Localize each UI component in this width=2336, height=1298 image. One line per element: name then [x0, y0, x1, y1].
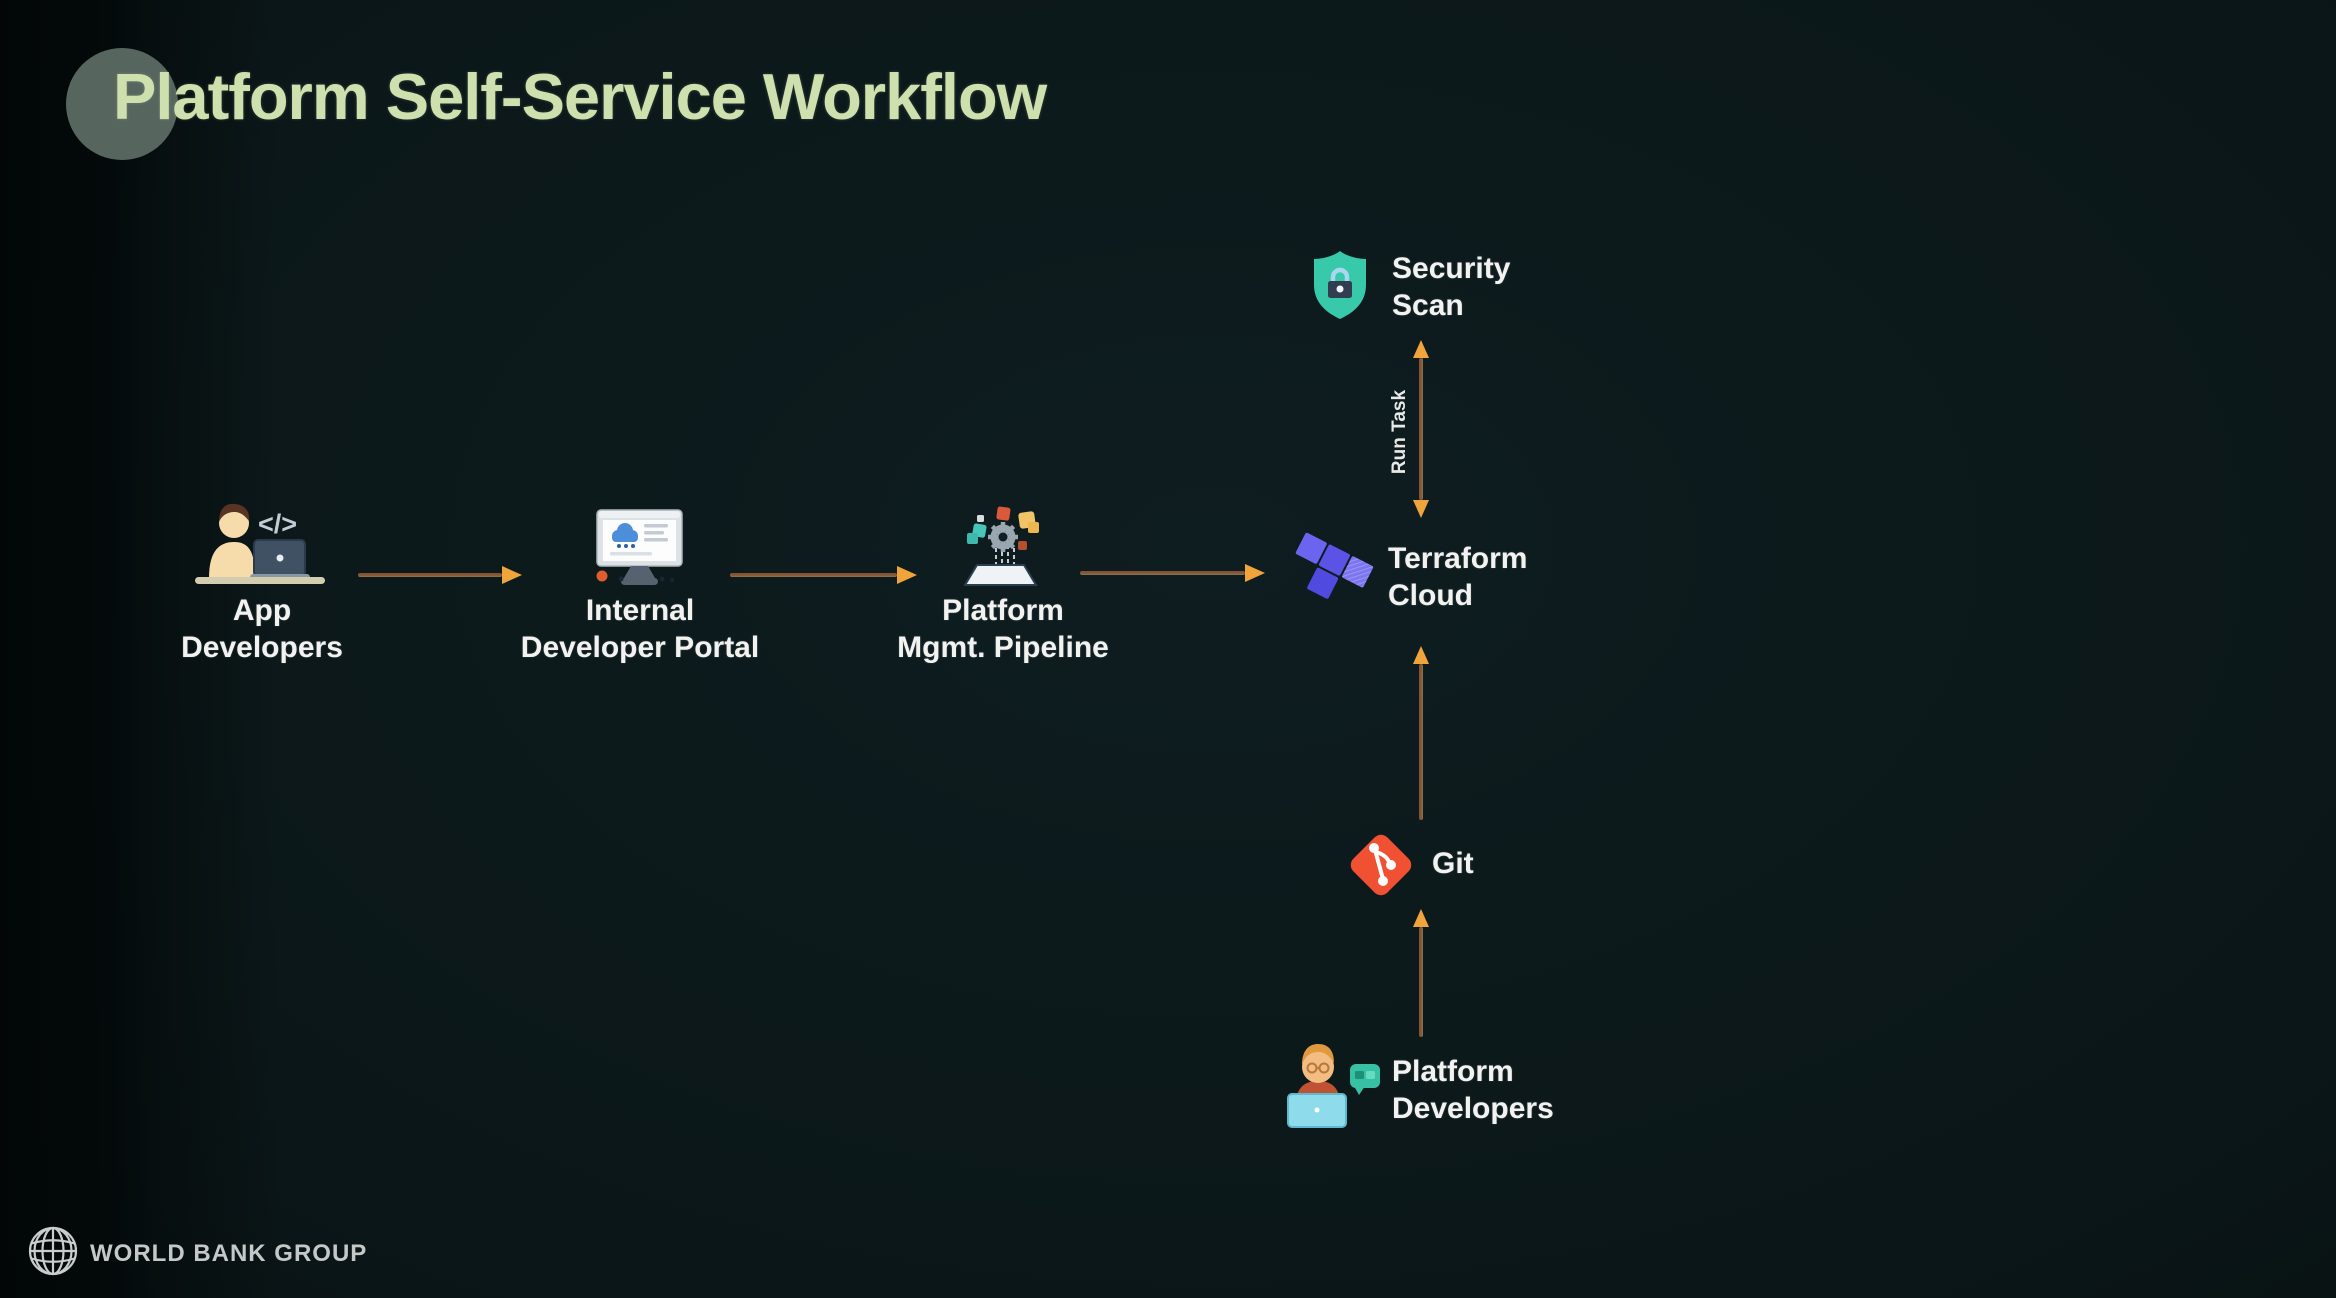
node-label-internal-developer-portal: Internal Developer Portal — [520, 594, 760, 664]
terraform-logo-icon — [1295, 532, 1374, 599]
node-label-terraform-cloud: Terraform Cloud — [1388, 542, 1528, 612]
arrow-platdev-to-git — [1419, 927, 1423, 1037]
arrowhead-git-to-terraform — [1413, 646, 1429, 664]
arrowhead-runtask-down — [1413, 500, 1429, 518]
run-task-label: Run Task — [1389, 389, 1410, 475]
node-label-security-scan: Security Scan — [1392, 252, 1511, 322]
arrowhead-pipeline-to-terraform — [1245, 564, 1265, 582]
code-glyph: </> — [258, 509, 297, 539]
node-label-platform-mgmt-pipeline: Platform Mgmt. Pipeline — [897, 594, 1109, 664]
arrowhead-portal-to-pipeline — [897, 566, 917, 584]
arrowhead-appdev-to-portal — [502, 566, 522, 584]
arrowhead-runtask-up — [1413, 340, 1429, 358]
title-accent-circle — [66, 48, 178, 160]
lock-shackle — [1330, 267, 1350, 282]
git-logo-icon — [1350, 834, 1412, 896]
gear-icon — [988, 522, 1018, 552]
glasses — [1306, 1062, 1330, 1074]
globe-icon — [28, 1226, 78, 1276]
portal-monitor-icon — [596, 509, 683, 585]
node-label-git: Git — [1432, 847, 1474, 880]
node-label-app-developers: App Developers — [181, 594, 343, 664]
pipeline-hologram-icon — [963, 506, 1039, 586]
node-label-platform-developers: Platform Developers — [1392, 1055, 1554, 1125]
developer-with-laptop-icon: </> — [195, 503, 325, 584]
page-title: Platform Self-Service Workflow — [113, 60, 1047, 133]
arrow-git-to-terraform — [1419, 664, 1423, 820]
developer-with-chat-icon — [1287, 1044, 1380, 1128]
chat-bubble-icon — [1350, 1064, 1380, 1095]
security-shield-lock-icon — [1314, 251, 1366, 319]
brand-wordmark: WORLD BANK GROUP — [90, 1240, 368, 1267]
arrow-pipeline-to-terraform — [1080, 571, 1245, 575]
arrow-appdev-to-portal — [358, 573, 502, 577]
arrowhead-platdev-to-git — [1413, 909, 1429, 927]
cloud-icon — [612, 523, 638, 542]
arrow-runtask — [1419, 358, 1423, 500]
arrow-portal-to-pipeline — [730, 573, 897, 577]
